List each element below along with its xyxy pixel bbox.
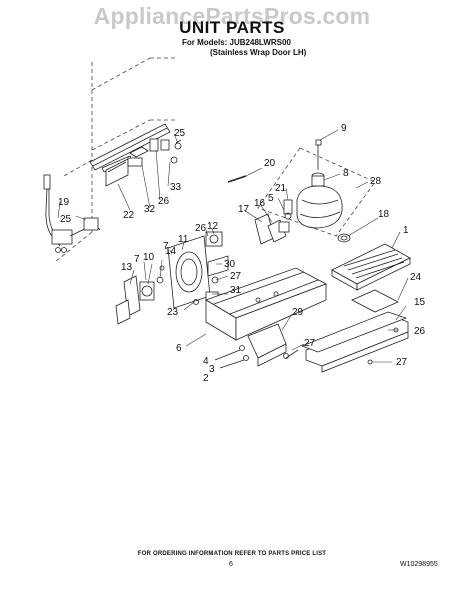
callout-11: 11 (178, 234, 189, 245)
model-info: For Models: JUB248LWRS00 (Stainless Wrap… (182, 38, 306, 58)
callout-18: 18 (378, 209, 390, 220)
callout-26: 26 (158, 196, 170, 207)
callout-12: 12 (207, 221, 219, 232)
callout-19: 19 (58, 197, 70, 208)
wire-harness-19 (43, 174, 101, 253)
bolt-9 (315, 139, 322, 170)
ordering-note: FOR ORDERING INFORMATION REFER TO PARTS … (137, 551, 327, 557)
fan-shroud-11 (167, 235, 211, 309)
compressor-area-outline (257, 147, 376, 237)
callout-7: 7 (134, 254, 140, 265)
callout-33: 33 (170, 182, 182, 193)
callout-24: 24 (410, 272, 422, 283)
callout-28: 28 (370, 176, 382, 187)
cabinet-outline (54, 57, 176, 263)
callout-27: 27 (230, 271, 242, 282)
callout-7: 7 (163, 241, 169, 252)
clip-parts (127, 138, 182, 167)
fan-bracket-parts (115, 265, 165, 325)
compressor-8 (296, 172, 343, 229)
callout-17: 17 (238, 204, 250, 215)
callout-16: 16 (254, 198, 266, 209)
callout-25: 25 (174, 128, 186, 139)
callout-25: 25 (60, 214, 72, 225)
callout-27: 27 (304, 338, 316, 349)
grommet-18 (337, 233, 351, 243)
leader-lines (57, 129, 409, 363)
model-variant: (Stainless Wrap Door LH) (210, 48, 307, 57)
model-line: For Models: JUB248LWRS00 (182, 38, 291, 47)
callout-8: 8 (343, 168, 349, 179)
callout-26: 26 (414, 326, 426, 337)
callout-labels: 25 9 20 8 28 33 21 5 19 22 32 26 17 16 1… (58, 123, 426, 384)
base-plate-6 (205, 267, 327, 341)
callout-15: 15 (414, 297, 426, 308)
callout-21: 21 (275, 183, 287, 194)
callout-30: 30 (224, 259, 236, 270)
fan-motor-parts (193, 231, 229, 305)
page-number: 6 (229, 561, 233, 568)
callout-14: 14 (165, 246, 177, 257)
callout-31: 31 (230, 285, 242, 296)
watermark: AppliancePartsPros.com (93, 3, 371, 29)
condenser-1 (331, 243, 411, 291)
callout-29: 29 (292, 307, 304, 318)
document-id: W10298955 (400, 561, 438, 568)
callout-26: 26 (195, 223, 207, 234)
callout-6: 6 (176, 343, 182, 354)
callout-3: 3 (209, 364, 215, 375)
drain-part-29 (247, 323, 287, 367)
callout-22: 22 (123, 210, 135, 221)
callout-10: 10 (143, 252, 155, 263)
screws (214, 345, 299, 369)
page-title: UNIT PARTS (179, 18, 285, 37)
callout-27: 27 (396, 357, 408, 368)
callout-1: 1 (403, 225, 409, 236)
callout-13: 13 (121, 262, 133, 273)
callout-9: 9 (341, 123, 347, 134)
callout-32: 32 (144, 204, 156, 215)
callout-4: 4 (203, 356, 209, 367)
callout-5: 5 (268, 193, 274, 204)
pad-24 (351, 289, 399, 313)
callout-2: 2 (203, 373, 209, 384)
callout-20: 20 (264, 158, 276, 169)
rail-part-22 (89, 123, 171, 187)
callout-23: 23 (167, 307, 179, 318)
access-panel-15 (300, 311, 409, 373)
